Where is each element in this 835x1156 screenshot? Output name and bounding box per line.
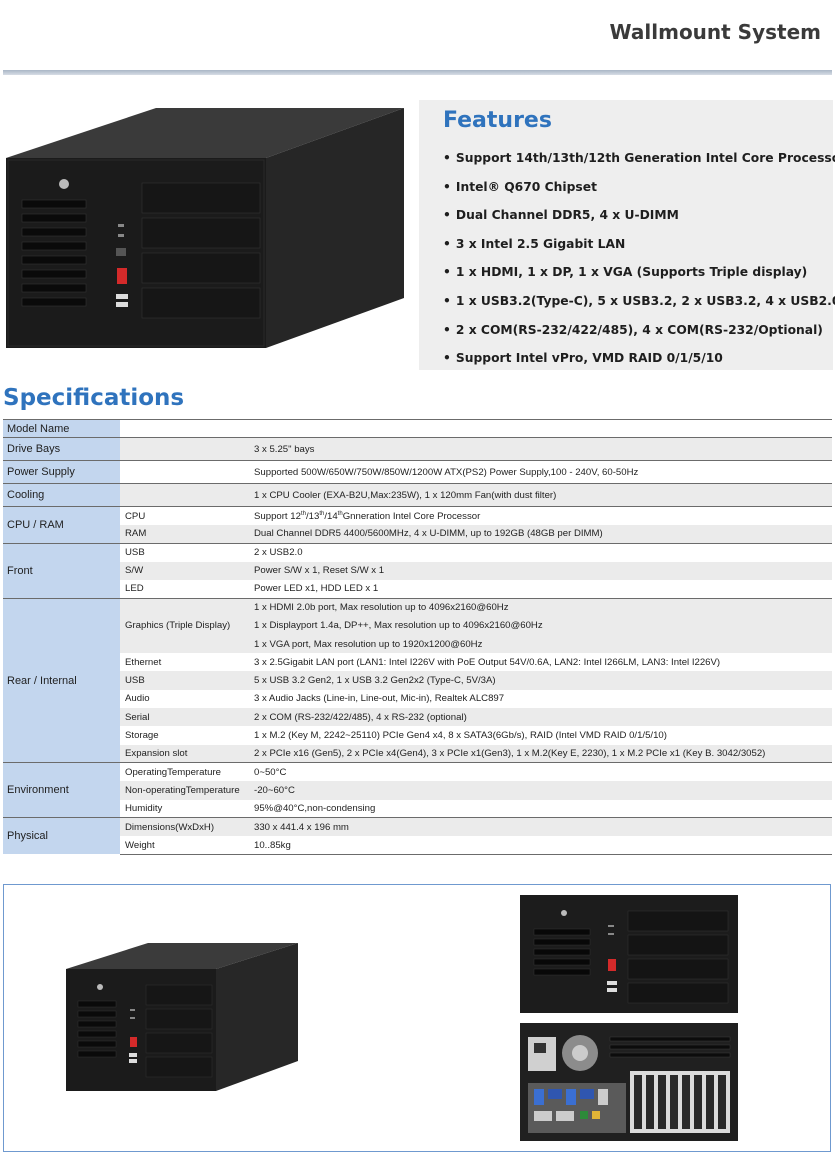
table-row: S/W Power S/W x 1, Reset S/W x 1 — [3, 561, 832, 580]
bullet-dot-icon: • — [443, 208, 451, 223]
specifications-heading: Specifications — [3, 385, 185, 411]
page-header: Wallmount System — [0, 0, 835, 78]
row-label-front: Front — [3, 542, 120, 599]
cpu-value: Support 12th/13th/14thGnneration Intel C… — [251, 506, 832, 526]
power-supply-value: Supported 500W/650W/750W/850W/1200W ATX(… — [251, 460, 832, 484]
table-row: RAM Dual Channel DDR5 4400/5600MHz, 4 x … — [3, 525, 832, 544]
row-label-rear-internal: Rear / Internal — [3, 597, 120, 763]
table-row: 1 x VGA port, Max resolution up to 1920x… — [3, 634, 832, 654]
bullet-dot-icon: • — [443, 265, 451, 280]
table-row: Cooling 1 x CPU Cooler (EXA-B2U,Max:235W… — [3, 483, 832, 507]
features-list: •Support 14th/13th/12th Generation Intel… — [443, 150, 835, 379]
row-label-cooling: Cooling — [3, 483, 120, 507]
gallery-front-photo — [520, 895, 738, 1013]
chassis-front-icon — [520, 895, 738, 1013]
table-row: Drive Bays 3 x 5.25" bays — [3, 437, 832, 461]
chassis-isometric-icon — [66, 943, 298, 1091]
bullet-dot-icon: • — [443, 236, 451, 251]
sub-label-ram: RAM — [120, 525, 251, 544]
feature-item: •Intel® Q670 Chipset — [443, 179, 597, 194]
table-row: Audio 3 x Audio Jacks (Line-in, Line-out… — [125, 693, 505, 705]
table-row: Humidity 95%@40°C,non-condensing — [125, 802, 376, 814]
table-row: Environment OperatingTemperature 0~50°C — [3, 762, 832, 818]
product-gallery — [3, 884, 831, 1152]
table-row: Model Name — [3, 418, 832, 438]
row-label-drive-bays: Drive Bays — [3, 437, 120, 461]
table-row: Physical Dimensions(WxDxH) 330 x 441.4 x… — [3, 817, 832, 855]
sub-label-cpu: CPU — [120, 506, 251, 526]
bullet-dot-icon: • — [443, 179, 451, 194]
features-panel: Features •Support 14th/13th/12th Generat… — [419, 100, 835, 370]
feature-item: •1 x HDMI, 1 x DP, 1 x VGA (Supports Tri… — [443, 265, 808, 280]
cooling-value: 1 x CPU Cooler (EXA-B2U,Max:235W), 1 x 1… — [251, 483, 832, 507]
table-row: Ethernet 3 x 2.5Gigabit LAN port (LAN1: … — [125, 656, 721, 668]
sub-label-graphics: Graphics (Triple Display) — [120, 597, 251, 654]
table-row: Rear / Internal Graphics (Triple Display… — [3, 597, 832, 763]
row-label-cpu-ram: CPU / RAM — [3, 506, 120, 544]
table-row: Storage 1 x M.2 (Key M, 2242~25110) PCIe… — [125, 730, 667, 741]
table-row: LED Power LED x1, HDD LED x 1 — [125, 583, 379, 595]
table-row: 1 x Displayport 1.4a, DP++, Max resoluti… — [3, 616, 832, 635]
bullet-dot-icon: • — [443, 293, 451, 308]
feature-item: •Support 14th/13th/12th Generation Intel… — [443, 151, 835, 165]
table-row: Serial 2 x COM (RS-232/422/485), 4 x RS-… — [3, 708, 832, 727]
gallery-rear-photo — [520, 1023, 738, 1141]
row-label-environment: Environment — [3, 762, 120, 818]
table-row: CPU / RAM CPU Support 12th/13th/14thGnne… — [3, 506, 832, 544]
table-row: Power Supply Supported 500W/650W/750W/85… — [3, 460, 832, 484]
hero-product-photo — [6, 108, 404, 348]
feature-item: •Dual Channel DDR5, 4 x U-DIMM — [443, 208, 679, 223]
page-title: Wallmount System — [609, 20, 821, 44]
bullet-dot-icon: • — [443, 151, 451, 165]
feature-item: •3 x Intel 2.5 Gigabit LAN — [443, 236, 626, 251]
chassis-rear-icon — [520, 1023, 738, 1141]
feature-item: •2 x COM(RS-232/422/485), 4 x COM(RS-232… — [443, 322, 823, 337]
row-label-model-name: Model Name — [3, 418, 120, 438]
header-divider — [3, 70, 832, 75]
ram-value: Dual Channel DDR5 4400/5600MHz, 4 x U-DI… — [251, 525, 832, 544]
chassis-isometric-photo — [6, 108, 404, 348]
row-label-power-supply: Power Supply — [3, 460, 120, 484]
table-row: Front USB 2 x USB2.0 — [3, 542, 832, 599]
bullet-dot-icon: • — [443, 322, 451, 337]
specifications-table: Model Name Drive Bays 3 x 5.25" bays Pow… — [3, 418, 832, 855]
table-row: Expansion slot 2 x PCIe x16 (Gen5), 2 x … — [3, 744, 832, 763]
gallery-isometric-photo — [66, 943, 298, 1091]
feature-item: •1 x USB3.2(Type-C), 5 x USB3.2, 2 x USB… — [443, 293, 835, 308]
table-row: USB 5 x USB 3.2 Gen2, 1 x USB 3.2 Gen2x2… — [3, 671, 832, 690]
features-heading: Features — [443, 108, 552, 133]
bullet-dot-icon: • — [443, 351, 451, 366]
table-row: Weight 10..85kg — [3, 836, 832, 855]
feature-item: •Support Intel vPro, VMD RAID 0/1/5/10 — [443, 351, 723, 366]
drive-bays-value: 3 x 5.25" bays — [251, 437, 832, 461]
row-label-physical: Physical — [3, 817, 120, 855]
table-row: Non-operatingTemperature -20~60°C — [3, 781, 832, 800]
